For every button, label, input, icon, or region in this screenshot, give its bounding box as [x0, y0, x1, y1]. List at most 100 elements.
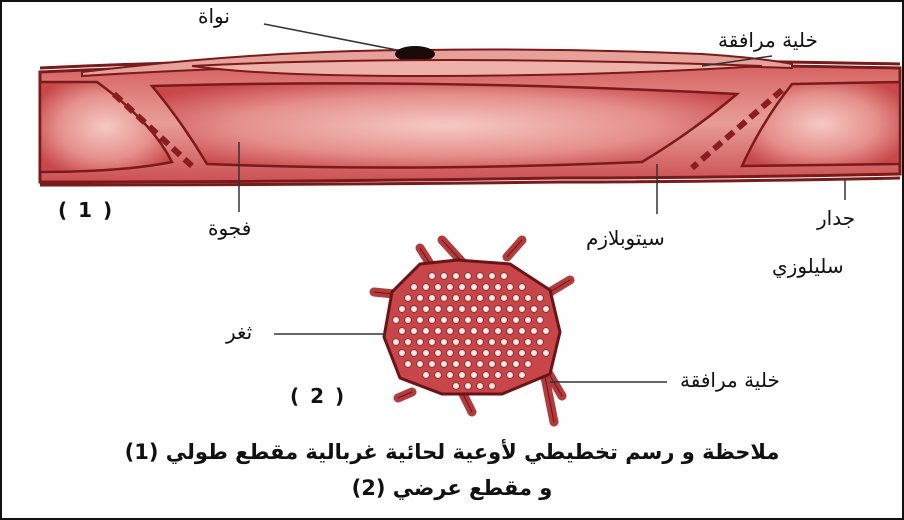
sieve-pore	[411, 350, 418, 357]
sieve-pore	[483, 350, 490, 357]
sieve-pore	[417, 317, 424, 324]
label-vacuole: فجوة	[208, 216, 251, 240]
sieve-pore	[507, 284, 514, 291]
longitudinal-section	[40, 24, 900, 214]
sieve-pore	[501, 339, 508, 346]
sieve-pore	[465, 295, 472, 302]
sieve-pore	[477, 295, 484, 302]
sieve-pore	[525, 295, 532, 302]
sieve-pore	[489, 317, 496, 324]
sieve-pore	[441, 361, 448, 368]
sieve-pore	[525, 339, 532, 346]
sieve-pore	[429, 339, 436, 346]
sieve-pore	[483, 284, 490, 291]
sieve-pore	[417, 295, 424, 302]
sieve-pore	[453, 295, 460, 302]
label-nucleus: نواة	[198, 4, 230, 28]
sieve-pore	[435, 306, 442, 313]
sieve-pore	[489, 339, 496, 346]
sieve-pore	[507, 372, 514, 379]
sieve-pore	[435, 350, 442, 357]
sieve-pore	[453, 361, 460, 368]
sieve-pore	[447, 372, 454, 379]
label-pore: ثغر	[226, 320, 252, 344]
sieve-pore	[513, 317, 520, 324]
sieve-pore	[489, 361, 496, 368]
sieve-pore	[495, 372, 502, 379]
sieve-pore	[441, 295, 448, 302]
sieve-pore	[459, 372, 466, 379]
sieve-pore	[471, 350, 478, 357]
sieve-pore	[495, 350, 502, 357]
label-wall-line2: سليلوزي	[772, 254, 844, 278]
label-companion-cell-bottom: خلية مرافقة	[680, 368, 780, 392]
sieve-pore	[495, 328, 502, 335]
leader-nucleus	[264, 24, 397, 50]
sieve-pore	[441, 339, 448, 346]
sieve-pore	[393, 339, 400, 346]
sieve-pore	[519, 350, 526, 357]
sieve-pore	[435, 328, 442, 335]
label-companion-cell-top: خلية مرافقة	[718, 28, 818, 52]
sieve-pore	[447, 350, 454, 357]
sieve-pore	[543, 306, 550, 313]
sieve-pore	[519, 372, 526, 379]
figure-number-2: ( 2 )	[290, 384, 346, 408]
sieve-pore	[453, 317, 460, 324]
label-cytoplasm: سيتوبلازم	[586, 226, 665, 250]
sieve-pore	[453, 339, 460, 346]
sieve-pore	[519, 306, 526, 313]
sieve-pore	[537, 317, 544, 324]
sieve-pore	[513, 295, 520, 302]
sieve-pore	[495, 284, 502, 291]
sieve-pore	[537, 295, 544, 302]
sieve-pore	[483, 328, 490, 335]
sieve-pore	[417, 339, 424, 346]
sieve-pore	[453, 383, 460, 390]
sieve-pore	[417, 361, 424, 368]
sieve-pore	[525, 361, 532, 368]
sieve-pore	[489, 295, 496, 302]
sieve-pore	[483, 306, 490, 313]
sieve-pore	[507, 306, 514, 313]
sieve-pore	[405, 295, 412, 302]
sieve-pore	[423, 350, 430, 357]
sieve-pore	[399, 350, 406, 357]
sieve-pore	[489, 273, 496, 280]
sieve-pore	[399, 306, 406, 313]
sieve-pore	[459, 284, 466, 291]
sieve-pore	[429, 361, 436, 368]
sieve-pore	[501, 273, 508, 280]
sieve-pore	[507, 350, 514, 357]
sieve-pore	[435, 372, 442, 379]
sieve-pore	[513, 339, 520, 346]
sieve-pore	[465, 361, 472, 368]
sieve-pore	[435, 284, 442, 291]
sieve-pore	[447, 328, 454, 335]
sieve-pore	[411, 284, 418, 291]
sieve-pore	[525, 317, 532, 324]
sieve-pore	[537, 339, 544, 346]
sieve-pore	[441, 273, 448, 280]
sieve-pore	[447, 306, 454, 313]
sieve-pore	[423, 372, 430, 379]
sieve-pore	[531, 306, 538, 313]
sieve-pore	[459, 306, 466, 313]
sieve-pore	[453, 273, 460, 280]
sieve-pore	[519, 284, 526, 291]
sieve-pore	[471, 372, 478, 379]
sieve-pore	[465, 317, 472, 324]
sieve-pore	[477, 361, 484, 368]
sieve-pore	[471, 284, 478, 291]
sieve-pore	[531, 328, 538, 335]
caption-line1: ملاحظة و رسم تخطيطي لأوعية لحائية غربالي…	[2, 440, 902, 464]
sieve-pore	[405, 317, 412, 324]
sieve-pore	[405, 361, 412, 368]
sieve-pore	[465, 383, 472, 390]
figure-number-1: ( 1 )	[58, 198, 114, 222]
sieve-pore	[441, 317, 448, 324]
sieve-pore	[423, 306, 430, 313]
sieve-pore	[501, 317, 508, 324]
sieve-pore	[495, 306, 502, 313]
